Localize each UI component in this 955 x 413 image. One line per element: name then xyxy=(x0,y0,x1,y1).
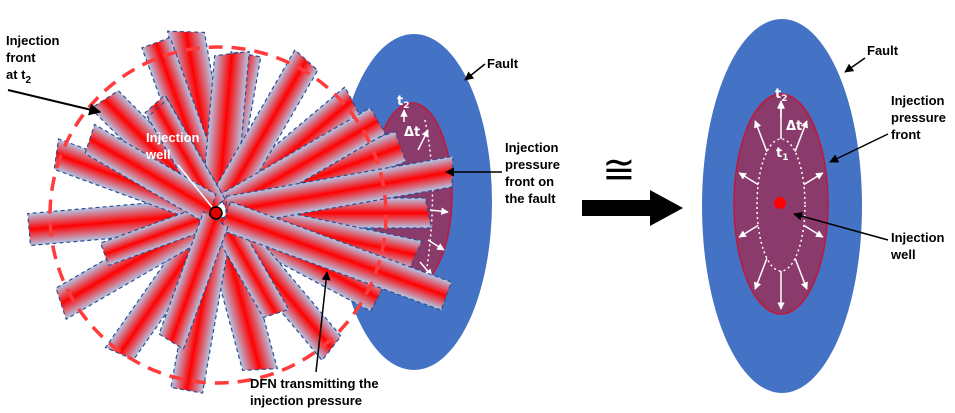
injection-front-circle xyxy=(48,45,388,385)
left-injection-well-dot xyxy=(209,206,223,220)
left-fault-pointer xyxy=(464,63,486,81)
right-fault-pointer xyxy=(844,57,866,73)
left-well-pointer xyxy=(177,164,213,208)
approx-symbol: ≅ xyxy=(602,147,636,193)
fracture xyxy=(219,200,453,311)
front-arrow xyxy=(803,172,824,186)
right-front-arrows xyxy=(738,100,824,310)
right-previous-front xyxy=(756,138,806,272)
right-injection-well-pointer xyxy=(793,211,889,241)
left-panel: Injection front at t2 Injection well Fau… xyxy=(6,30,564,408)
dfn-pointer xyxy=(315,271,331,373)
left-delta-t-label: Δt xyxy=(404,125,420,140)
front-arrow xyxy=(803,224,824,238)
right-pressure-front-pointer xyxy=(829,133,889,163)
right-injection-well-label: Injection well xyxy=(890,230,948,262)
front-arrow xyxy=(738,224,759,238)
front-arrow xyxy=(794,120,808,152)
left-injection-well-label: Injection well xyxy=(145,130,203,162)
equivalence: ≅ xyxy=(582,147,683,226)
front-arrow xyxy=(738,172,759,186)
big-arrow xyxy=(582,190,683,226)
right-pressure-front-label: Injection pressure front xyxy=(891,93,950,142)
dfn-fractures xyxy=(27,30,454,394)
right-fault-label: Fault xyxy=(867,43,899,58)
right-t1-label: t1 xyxy=(776,146,788,163)
left-pressure-front-label: Injection pressure front on the fault xyxy=(505,140,564,206)
right-panel: t2 Δt t1 Fault Injection pressure front … xyxy=(702,19,950,393)
left-t2-label: t2 xyxy=(397,94,409,111)
front-arrow xyxy=(794,258,808,290)
injection-front-pointer xyxy=(7,89,102,116)
front-arrow xyxy=(754,258,768,290)
dfn-label: DFN transmitting the injection pressure xyxy=(250,376,382,408)
right-injection-well-dot xyxy=(774,197,786,209)
right-t2-label: t2 xyxy=(775,87,787,104)
left-fault-label: Fault xyxy=(487,56,519,71)
left-front-arrows xyxy=(417,129,449,277)
injection-front-label: Injection front at t2 xyxy=(6,33,63,86)
front-arrow xyxy=(754,120,768,152)
right-delta-t-label: Δt xyxy=(786,119,802,134)
